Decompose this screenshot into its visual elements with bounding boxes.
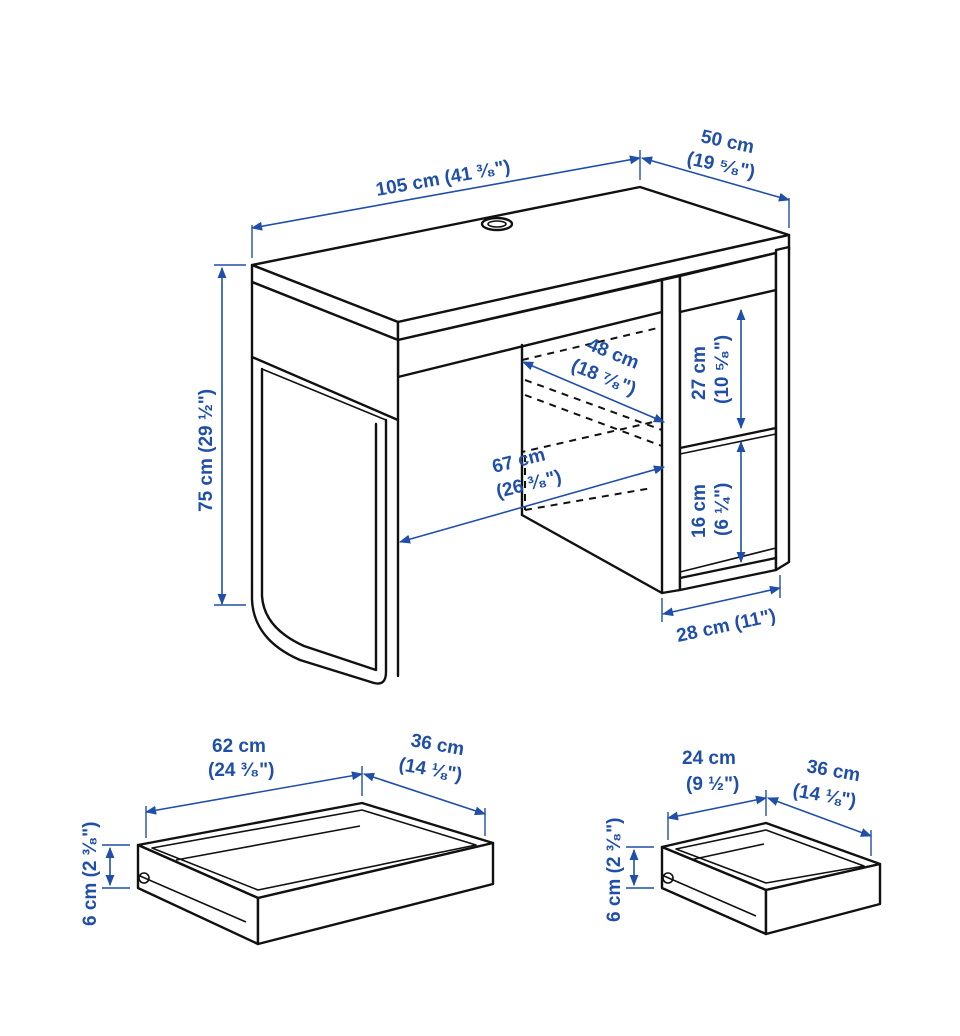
small-drawer-illustration <box>660 821 882 936</box>
small-drawer-depth-line <box>766 797 873 837</box>
shelf-depth-line <box>521 361 666 423</box>
large-drawer-wheel <box>138 872 150 884</box>
desk-back-lower <box>520 513 664 595</box>
large-drawer-width-imperial: (24 ³⁄₈") <box>208 760 274 781</box>
cabinet-shelf <box>678 426 778 450</box>
small-drawer-width-imperial: (9 ½") <box>686 774 739 795</box>
large-drawer-depth-metric: 36 cm <box>409 730 466 760</box>
upper-compartment-imperial: (10 ⁵⁄₈") <box>712 335 733 404</box>
desk-left-leg <box>250 355 388 685</box>
lower-compartment-imperial: (6 ¼") <box>712 483 733 536</box>
large-drawer-width-line <box>144 771 364 815</box>
small-drawer-width-metric: 24 cm <box>682 748 736 769</box>
cabinet-shelf-back <box>679 433 777 455</box>
cabinet-width-line <box>661 585 782 617</box>
large-drawer-interior <box>151 809 477 891</box>
cabinet-right-rail <box>774 245 791 572</box>
large-drawer-illustration <box>136 801 495 946</box>
small-drawer-wheel <box>662 872 674 884</box>
large-drawer-height-label: 6 cm (2 ³⁄₈") <box>80 822 101 927</box>
small-drawer-depth-imperial: (14 ⅛") <box>791 780 858 812</box>
depth-dimension-line <box>640 156 791 202</box>
large-drawer-front <box>256 841 495 946</box>
hidden-shelf-mid <box>524 379 663 431</box>
large-drawer-width-metric: 62 cm <box>212 736 266 757</box>
cabinet-inner-frame <box>679 289 777 573</box>
desk-illustration <box>250 185 791 685</box>
cable-grommet <box>480 216 514 232</box>
small-drawer-width-line <box>666 795 768 821</box>
cabinet-front <box>660 274 682 595</box>
cabinet-width-label: 28 cm (11") <box>675 605 778 647</box>
small-drawer-interior <box>675 829 865 884</box>
desk-left-leg-inner <box>260 367 378 672</box>
leg-space-line <box>398 465 666 544</box>
small-drawer-front <box>764 862 882 936</box>
desk-left-leg-shadow <box>261 368 387 421</box>
width-dimension-line <box>250 155 642 231</box>
large-drawer-depth-line <box>362 772 487 816</box>
large-drawer-depth-imperial: (14 ⅛") <box>397 754 464 786</box>
small-drawer-height-label: 6 cm (2 ³⁄₈") <box>604 818 625 923</box>
hidden-shelf-mid2 <box>524 394 663 447</box>
small-drawer-interior-floor <box>689 843 765 861</box>
lower-compartment-metric: 16 cm <box>689 484 710 538</box>
large-drawer-interior-floor <box>175 825 361 861</box>
small-drawer-depth-metric: 36 cm <box>805 756 862 786</box>
small-drawer-runner <box>663 875 757 917</box>
large-drawer-runner <box>139 875 247 923</box>
upper-compartment-metric: 27 cm <box>689 346 710 400</box>
cabinet-bottom <box>678 556 778 580</box>
desk-height-label: 75 cm (29 ½") <box>196 389 217 512</box>
